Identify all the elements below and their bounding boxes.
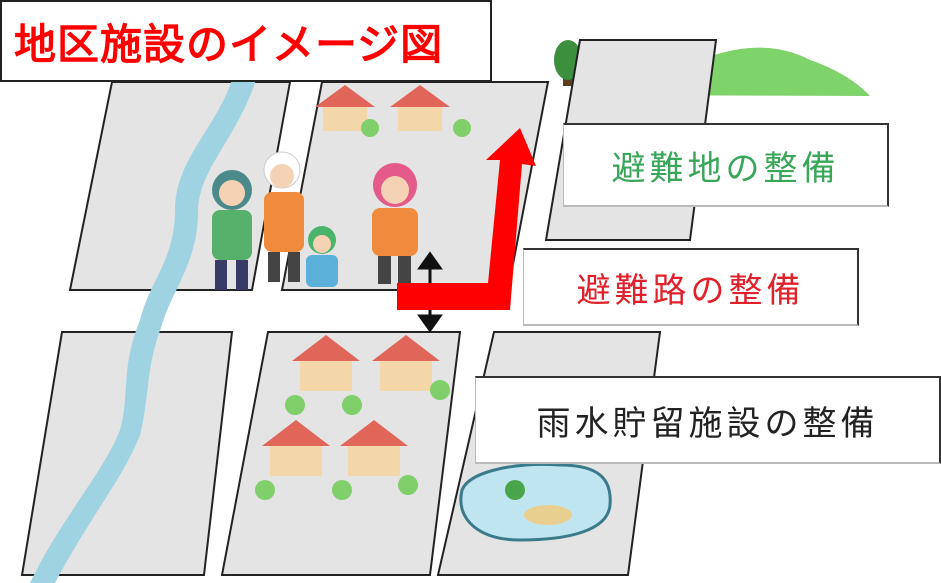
rainwater-label-text: 雨水貯留施設の整備 — [536, 403, 879, 444]
route-label-text: 避難路の整備 — [576, 270, 805, 311]
family-icon — [212, 151, 418, 290]
rainwater-label: 雨水貯留施設の整備 — [475, 376, 941, 464]
page-title: 地区施設のイメージ図 — [0, 0, 492, 82]
house-icon — [315, 85, 471, 137]
route-label: 避難路の整備 — [523, 248, 859, 326]
shelter-label: 避難地の整備 — [563, 123, 889, 207]
shelter-label-text: 避難地の整備 — [611, 148, 840, 189]
house-icon — [255, 335, 450, 500]
arrow-up-icon — [397, 128, 536, 310]
pond-icon — [459, 462, 612, 542]
river — [30, 80, 256, 583]
